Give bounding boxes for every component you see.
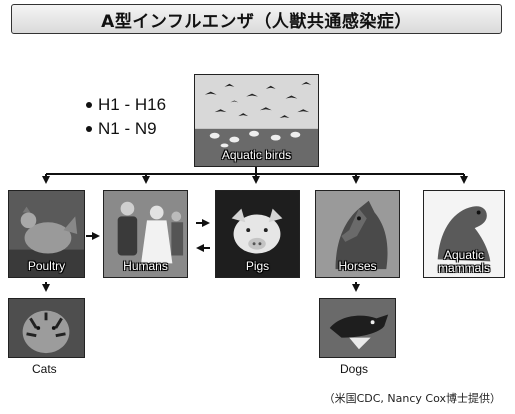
cats-photo <box>8 298 85 358</box>
cats-label: Cats <box>32 362 57 376</box>
aquatic-birds-label: Aquatic birds <box>221 148 292 162</box>
poultry-label: Poultry <box>27 259 66 273</box>
dogs-label: Dogs <box>340 362 369 376</box>
pigs-photo: Pigs <box>215 190 300 278</box>
subtype-item-n: N1 - N9 <box>86 117 166 141</box>
subtype-item-h: H1 - H16 <box>86 93 166 117</box>
dogs-photo <box>319 298 396 358</box>
title-banner: A型インフルエンザ（人獣共通感染症） <box>11 4 502 34</box>
photo-credit: （米国CDC, Nancy Cox博士提供） <box>323 392 501 405</box>
aquatic-mammals-label: Aquatic mammals <box>437 248 490 275</box>
humans-photo: Humans <box>103 190 188 278</box>
aquatic-birds-photo: Aquatic birds <box>194 74 319 167</box>
bullet-icon <box>86 102 92 108</box>
bullet-icon <box>86 126 92 132</box>
horses-label: Horses <box>338 259 377 273</box>
horses-photo: Horses <box>315 190 400 278</box>
pigs-label: Pigs <box>245 259 270 273</box>
poultry-photo: Poultry <box>8 190 85 278</box>
subtype-list: H1 - H16 N1 - N9 <box>86 93 166 141</box>
humans-label: Humans <box>123 259 168 273</box>
diagram-title: A型インフルエンザ（人獣共通感染症） <box>101 11 412 32</box>
aquatic-mammals-photo: Aquatic mammals <box>423 190 505 278</box>
